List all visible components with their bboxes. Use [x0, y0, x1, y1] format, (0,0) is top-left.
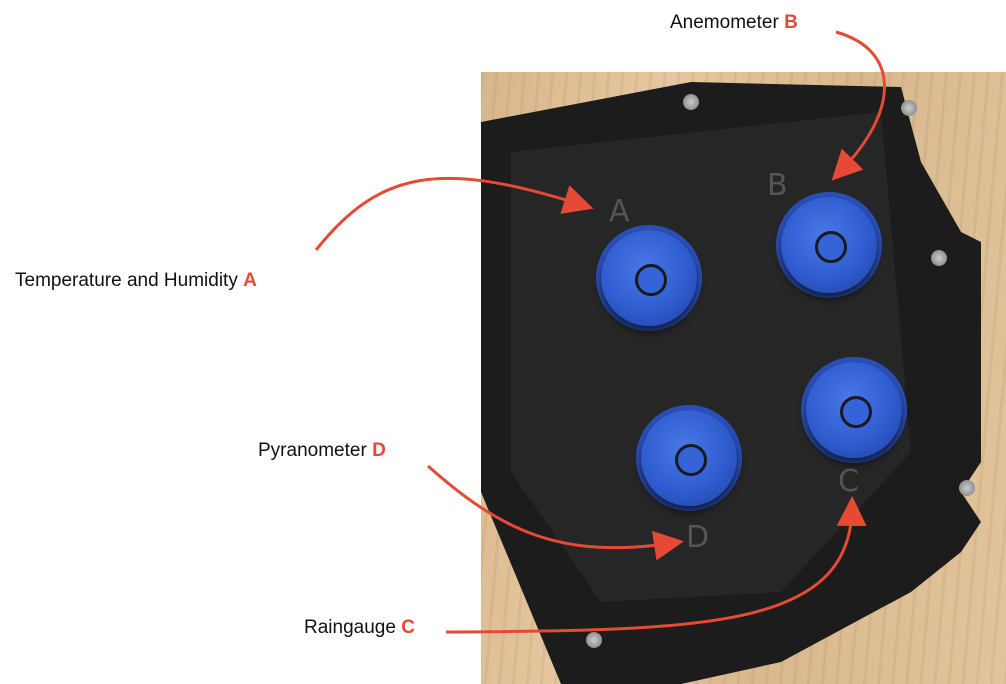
plate-letter-b: B: [767, 168, 788, 203]
screw: [931, 250, 947, 266]
arrow-c: [445, 496, 867, 634]
label-letter: D: [372, 440, 386, 461]
connector-a: [601, 230, 697, 326]
screw: [959, 480, 975, 496]
screw: [901, 100, 917, 116]
label-text: Raingauge: [304, 617, 396, 638]
label-pyranometer: Pyranometer D: [258, 440, 386, 462]
screw: [683, 94, 699, 110]
connector-b: [781, 197, 877, 293]
plate-letter-a: A: [609, 194, 630, 229]
label-letter: C: [401, 617, 415, 638]
arrow-b: [831, 30, 886, 181]
label-raingauge: Raingauge C: [304, 617, 415, 639]
label-anemometer: Anemometer B: [670, 12, 798, 34]
connector-c: [806, 362, 902, 458]
screw: [586, 632, 602, 648]
sensor-hub-photo: A B C D: [481, 72, 1006, 684]
plate-letter-c: C: [838, 464, 859, 499]
plate-letter-d: D: [686, 520, 710, 555]
arrow-a: [314, 176, 594, 251]
label-text: Pyranometer: [258, 440, 367, 461]
label-letter: A: [243, 270, 257, 291]
label-text: Anemometer: [670, 12, 779, 33]
label-letter: B: [784, 12, 798, 33]
arrow-d: [427, 464, 684, 561]
label-text: Temperature and Humidity: [15, 270, 238, 291]
connector-d: [641, 410, 737, 506]
label-temperature-humidity: Temperature and Humidity A: [15, 270, 257, 292]
